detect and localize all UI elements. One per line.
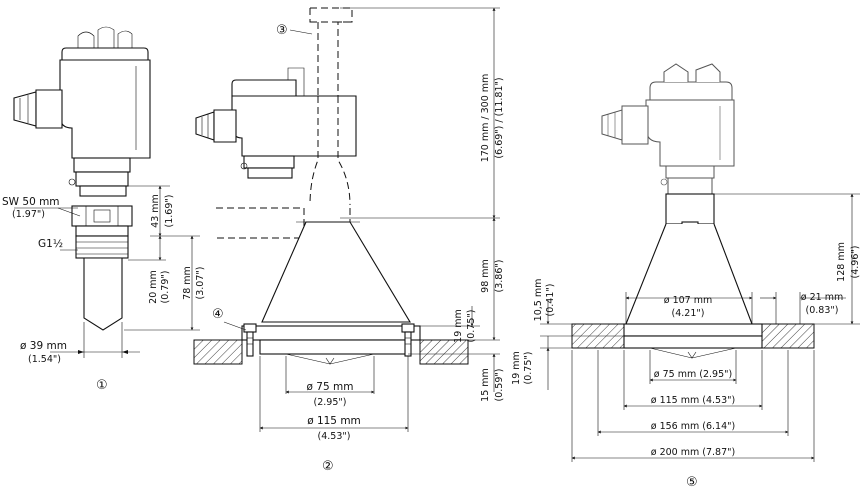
bolt-left-icon (243, 323, 257, 357)
callout-4: ④ (212, 307, 224, 322)
dim-10-5-in: (0.41") (545, 284, 556, 317)
dia-115-v5: ø 115 mm (4.53") (651, 395, 735, 406)
dia-21-mm: ø 21 mm (801, 292, 843, 303)
dim-19-in: (0.75") (466, 310, 477, 343)
dim-98-in: (3.86") (494, 260, 505, 293)
dim-19-mm: 19 mm (453, 309, 464, 343)
dim-98-mm: 98 mm (480, 259, 491, 293)
dim-15-mm: 15 mm (480, 368, 491, 402)
dim-78-in: (3.07") (195, 267, 206, 300)
dim-ext-in: (6.69") / (11.81") (494, 77, 505, 158)
dia-75-in: (2.95") (314, 397, 347, 408)
dim-ext-mm: 170 mm / 300 mm (480, 74, 491, 163)
dim-128-mm: 128 mm (836, 242, 847, 282)
sw-label-in: (1.97") (12, 209, 45, 220)
callout-5: ⑤ (686, 475, 698, 490)
view-1-thread-version: 43 mm (1.69") 20 mm (0.79") 78 mm (3.07"… (2, 26, 206, 393)
dim-10-5-mm: 10,5 mm (533, 279, 544, 322)
dim-19-in-v5: (0.75") (523, 352, 534, 385)
dia-21-in: (0.83") (806, 305, 839, 316)
sw-label: SW 50 mm (2, 196, 60, 208)
callout-2: ② (322, 459, 334, 474)
dia-107-in: (4.21") (672, 308, 705, 319)
dia-39-mm: ø 39 mm (20, 340, 67, 352)
dia-39-in: (1.54") (28, 354, 61, 365)
dim-20-mm: 20 mm (148, 270, 159, 304)
callout-1: ① (96, 378, 108, 393)
thread-label: G1½ (38, 238, 63, 250)
view-2-flange-version: ③ ④ 170 mm / 300 mm (6.69") / (11.81") 9… (193, 7, 505, 474)
dim-15-in: (0.59") (494, 369, 505, 402)
dia-107-mm: ø 107 mm (664, 295, 713, 306)
dim-20-in: (0.79") (160, 271, 171, 304)
dim-43-mm: 43 mm (150, 194, 161, 228)
dim-78-mm: 78 mm (182, 266, 193, 300)
callout-3: ③ (276, 23, 288, 38)
dia-115-mm: ø 115 mm (307, 415, 361, 427)
dia-115-in: (4.53") (318, 431, 351, 442)
dim-19-mm-v5: 19 mm (511, 351, 522, 385)
dia-156-v5: ø 156 mm (6.14") (651, 421, 735, 432)
dia-75-v5: ø 75 mm (2.95") (654, 369, 732, 380)
dia-75-mm: ø 75 mm (307, 381, 354, 393)
dia-200-v5: ø 200 mm (7.87") (651, 447, 735, 458)
view-5-large-flange-version: 128 mm (4.96") 10,5 mm (0.41") 19 mm (0.… (511, 63, 861, 490)
dim-43-in: (1.69") (164, 195, 175, 228)
dim-128-in: (4.96") (850, 246, 861, 279)
